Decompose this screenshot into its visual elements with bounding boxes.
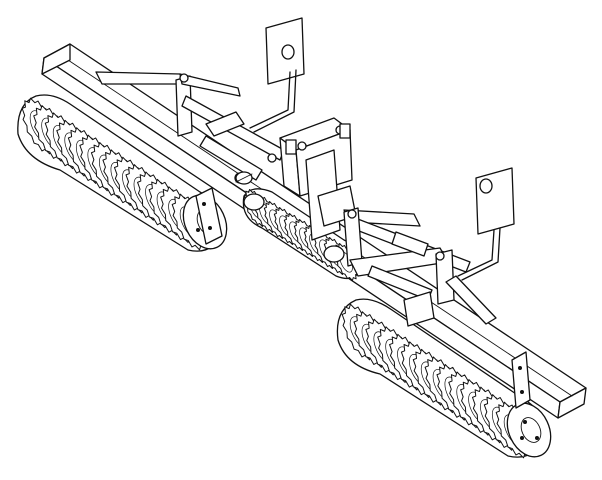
left-roller-rings xyxy=(21,97,209,251)
hitch-top-pin xyxy=(297,141,307,151)
left-roller-bracket xyxy=(195,187,223,245)
left-lower-link xyxy=(199,135,263,181)
right-diagonal-brace xyxy=(445,275,497,325)
left-link-arm xyxy=(95,71,187,85)
right-bracket-bolt xyxy=(518,365,523,370)
right-pivot xyxy=(347,209,357,219)
right-bracket-bolt xyxy=(520,389,525,394)
pivot-brackets xyxy=(235,171,345,263)
right-hitch-plate-panel xyxy=(475,167,515,235)
left-linkage-arms xyxy=(95,71,285,184)
left-hitch-mast xyxy=(249,71,291,129)
right-hitch-mast xyxy=(457,229,495,277)
left-pivot xyxy=(179,73,189,83)
right-roller xyxy=(336,298,552,459)
right-roller-bolt xyxy=(523,419,528,424)
right-pivot-bracket xyxy=(403,291,435,327)
hitch-clevis xyxy=(339,123,351,139)
three-point-hitch xyxy=(279,117,357,241)
right-hitch-pin-hole xyxy=(479,178,493,194)
right-pivot xyxy=(435,251,445,261)
right-roller-hub xyxy=(520,417,542,443)
left-cylinder xyxy=(205,111,245,137)
frame-beam-end-right xyxy=(557,387,587,419)
center-pivot-hub xyxy=(323,245,345,263)
right-linkage-arms xyxy=(343,207,497,327)
hitch-clevis xyxy=(285,139,297,155)
right-roller-bolt xyxy=(535,435,540,440)
center-pivot-hub xyxy=(243,193,265,211)
left-roller xyxy=(17,94,228,252)
left-pivot xyxy=(267,153,277,163)
left-hitch-pin-hole xyxy=(281,44,295,60)
right-cylinder xyxy=(391,231,429,257)
left-hitch-plate xyxy=(249,17,305,133)
right-roller-bolt xyxy=(520,435,525,440)
right-roller-bracket xyxy=(511,351,531,409)
left-roller-bolt xyxy=(195,227,200,232)
right-upright-post-2 xyxy=(435,249,455,305)
frame-beam-end-left xyxy=(41,43,71,75)
right-hitch-plate xyxy=(457,167,515,281)
